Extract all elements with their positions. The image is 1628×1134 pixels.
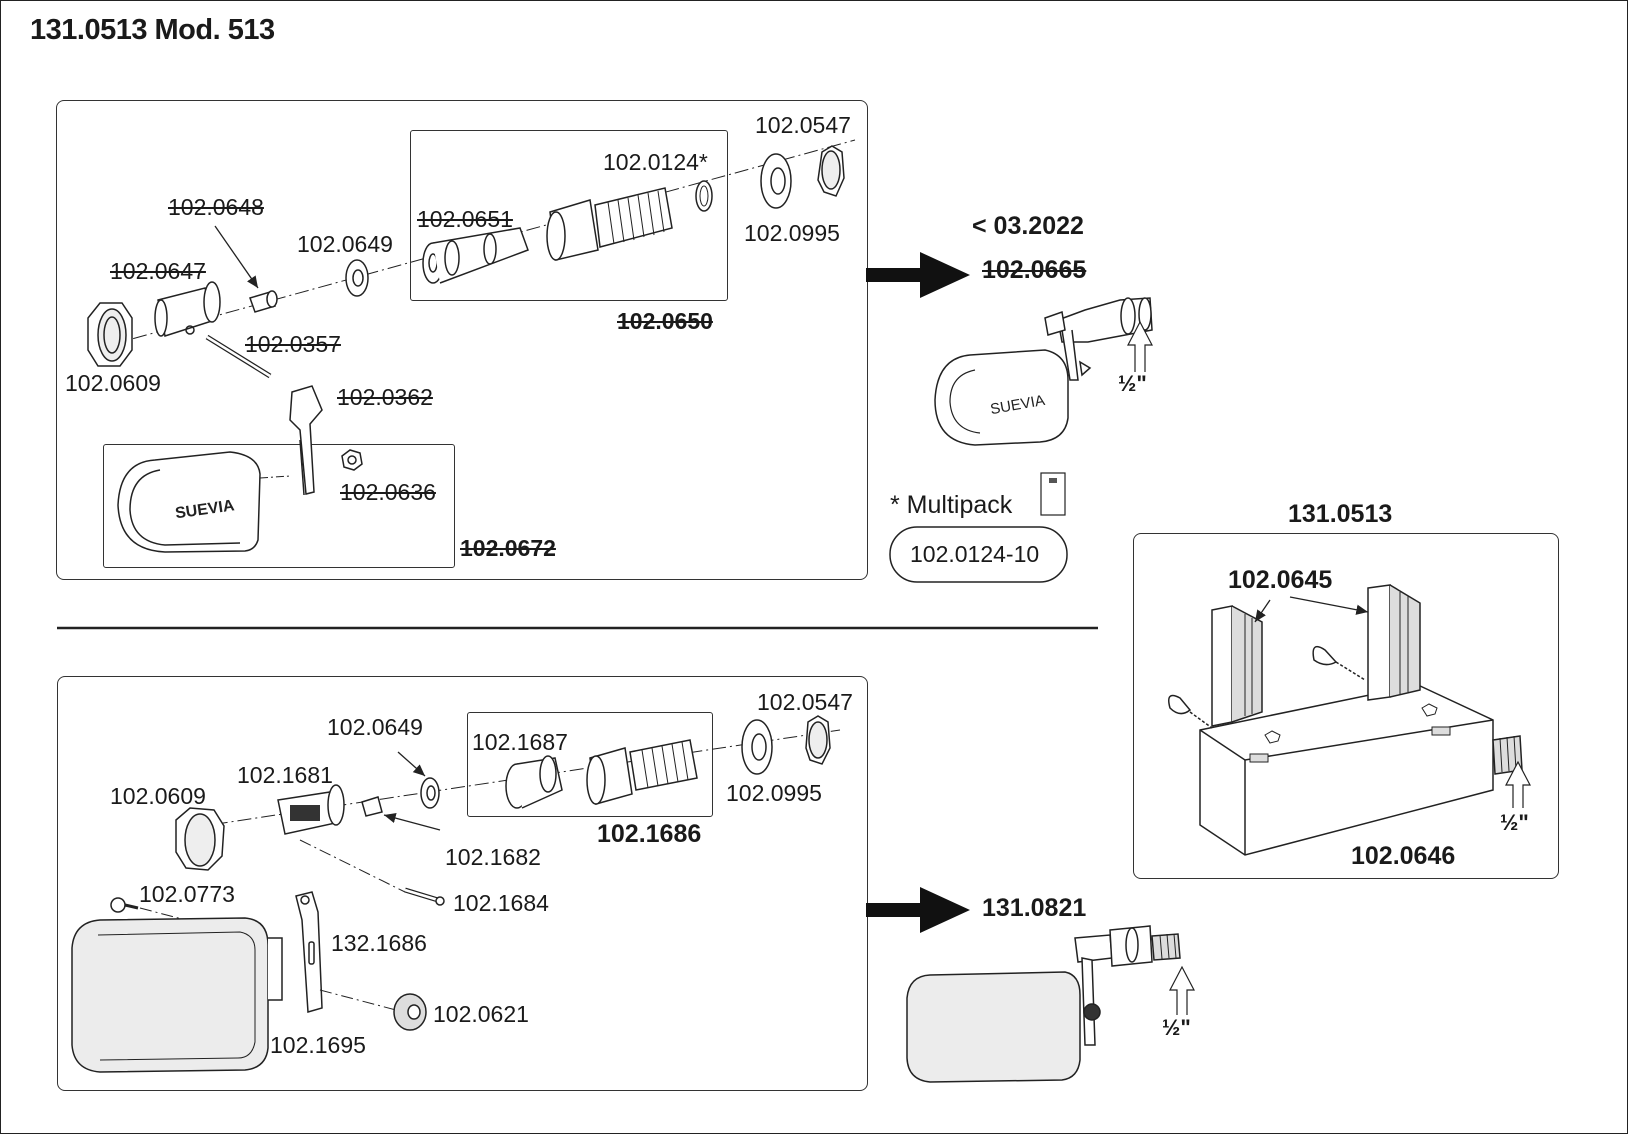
page-title: 131.0513 Mod. 513 [30, 14, 275, 46]
valve-body-0647-drawing [154, 281, 221, 337]
tank-title: 131.0513 [1288, 500, 1393, 528]
arrow-to-0665 [866, 252, 970, 298]
multipack-code-pill [889, 526, 1068, 583]
tank-panel [1133, 533, 1559, 879]
lever-0362-drawing [289, 385, 323, 496]
tank-drawing [1168, 584, 1523, 856]
label-102-0665: 102.0665 [982, 256, 1087, 284]
thread-size-top: ½" [1118, 371, 1147, 396]
label-102-0357: 102.0357 [245, 331, 341, 357]
connector-0651-drawing [422, 227, 529, 284]
washer-0649-drawing [345, 259, 369, 297]
label-102-0773: 102.0773 [139, 881, 235, 907]
label-102-0609-bottom: 102.0609 [110, 783, 206, 809]
label-102-0649-top: 102.0649 [297, 231, 393, 257]
label-102-0995-top: 102.0995 [744, 220, 840, 246]
subassembly-box-1686 [467, 712, 713, 817]
label-102-0124: 102.0124* [603, 149, 708, 175]
assembly-0665-drawing: SUEVIA [934, 297, 1153, 446]
label-102-0650: 102.0650 [617, 308, 713, 334]
label-102-0547-top: 102.0547 [755, 112, 851, 138]
thread-size-tank: ½" [1500, 810, 1529, 835]
assembly-0821-drawing [906, 925, 1181, 1083]
thread-size-bottom: ½" [1162, 1015, 1191, 1040]
hose-fitting-drawing [546, 187, 673, 261]
label-102-1681: 102.1681 [237, 762, 333, 788]
label-131-0821: 131.0821 [982, 894, 1087, 922]
label-102-0646: 102.0646 [1351, 842, 1456, 870]
label-102-0648: 102.0648 [168, 194, 264, 220]
label-102-1695: 102.1695 [270, 1032, 366, 1058]
subassembly-box-0672 [103, 444, 455, 568]
multipack-label: * Multipack [890, 491, 1013, 519]
label-132-1686: 132.1686 [331, 930, 427, 956]
label-102-0636: 102.0636 [340, 479, 436, 505]
arrow-to-0821 [866, 887, 970, 933]
nut-0609-drawing [87, 302, 133, 367]
label-102-1684: 102.1684 [453, 890, 549, 916]
label-102-0651: 102.0651 [417, 206, 513, 232]
float-bottom-drawing [71, 917, 283, 1073]
label-102-0995-bottom: 102.0995 [726, 780, 822, 806]
label-102-0609-top: 102.0609 [65, 370, 161, 396]
label-102-0645: 102.0645 [1228, 566, 1333, 594]
multipack-code: 102.0124-10 [910, 541, 1040, 567]
subassembly-box-0650 [410, 130, 728, 301]
label-102-1682: 102.1682 [445, 844, 541, 870]
label-102-0362: 102.0362 [337, 384, 433, 410]
date-note: < 03.2022 [972, 212, 1084, 240]
bottom-exploded-panel [57, 676, 868, 1091]
label-102-0647: 102.0647 [110, 258, 206, 284]
float-top-drawing: SUEVIA [117, 451, 291, 553]
label-102-0621: 102.0621 [433, 1001, 529, 1027]
label-102-0547-bottom: 102.0547 [757, 689, 853, 715]
top-exploded-panel [56, 100, 868, 580]
label-102-0649-bottom: 102.0649 [327, 714, 423, 740]
label-102-0672: 102.0672 [460, 535, 556, 561]
label-102-1686: 102.1686 [597, 820, 702, 848]
label-102-1687: 102.1687 [472, 729, 568, 755]
piston-0648-drawing [249, 290, 278, 313]
